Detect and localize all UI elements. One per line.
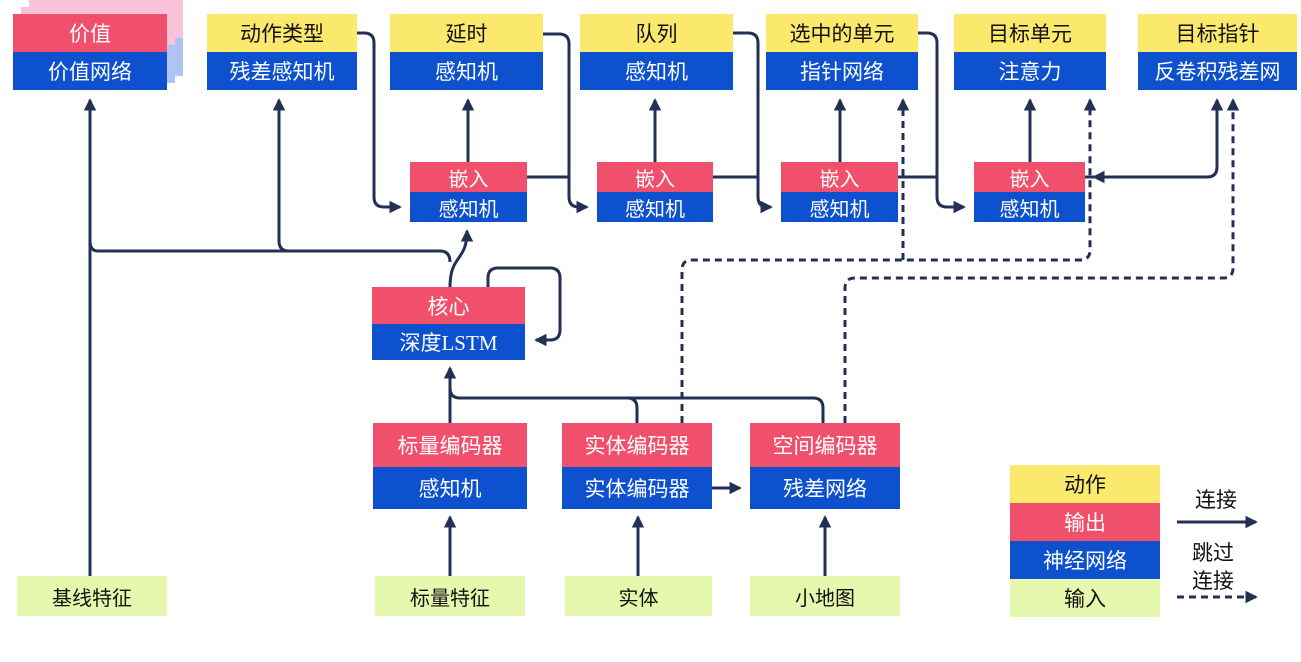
node-delay-label: 延时: [390, 14, 543, 52]
node-action-type-network: 残差感知机: [207, 52, 357, 90]
node-delay-network: 感知机: [390, 52, 543, 90]
node-target-pointer: 目标指针 反卷积残差网: [1138, 14, 1297, 90]
legend-swatches: 动作 输出 神经网络 输入: [1010, 465, 1160, 617]
node-embed-2: 嵌入 感知机: [597, 162, 713, 222]
node-embed-4: 嵌入 感知机: [974, 162, 1085, 222]
node-queue-label: 队列: [580, 14, 733, 52]
edge-embed4-to-target-pointer: [1085, 98, 1224, 179]
node-value-network: 价值网络: [13, 52, 167, 90]
node-embed-4-label: 嵌入: [974, 162, 1085, 192]
legend-action: 动作: [1010, 465, 1160, 503]
legend-dashed-label-line2: 连接: [1192, 569, 1234, 593]
node-action-type-label: 动作类型: [207, 14, 357, 52]
skip-spatial-to-target-pointer: [843, 98, 1240, 423]
edge-core-to-embed1: [448, 229, 474, 288]
node-value: 价值 价值网络: [13, 14, 167, 90]
node-target-pointer-label: 目标指针: [1138, 14, 1297, 52]
node-value-label: 价值: [13, 14, 167, 52]
node-spatial-encoder-network: 残差网络: [750, 467, 900, 509]
node-embed-2-network: 感知机: [597, 192, 713, 222]
node-core: 核心 深度LSTM: [372, 287, 525, 360]
node-embed-3: 嵌入 感知机: [781, 162, 898, 222]
node-entity-encoder-network: 实体编码器: [562, 467, 712, 509]
node-embed-2-label: 嵌入: [597, 162, 713, 192]
input-entities: 实体: [565, 576, 712, 616]
edge-encoder-bus: [448, 387, 825, 423]
node-target-unit: 目标单元 注意力: [954, 14, 1106, 90]
node-queue: 队列 感知机: [580, 14, 733, 90]
node-entity-encoder-label: 实体编码器: [562, 423, 712, 467]
node-core-label: 核心: [372, 287, 525, 324]
node-delay: 延时 感知机: [390, 14, 543, 90]
legend-output: 输出: [1010, 503, 1160, 541]
node-selected-units-label: 选中的单元: [766, 14, 918, 52]
edge-core-to-action-type: [272, 98, 290, 253]
node-entity-encoder: 实体编码器 实体编码器: [562, 423, 712, 509]
node-selected-units: 选中的单元 指针网络: [766, 14, 918, 90]
legend-input: 输入: [1010, 579, 1160, 617]
legend-dashed-label-line1: 跳过: [1192, 541, 1234, 565]
node-queue-network: 感知机: [580, 52, 733, 90]
node-embed-3-label: 嵌入: [781, 162, 898, 192]
edge-entity-branch-to-bus: [626, 396, 639, 423]
node-target-unit-network: 注意力: [954, 52, 1106, 90]
skip-entity-to-target-unit: [680, 98, 1097, 423]
node-target-unit-label: 目标单元: [954, 14, 1106, 52]
node-embed-1: 嵌入 感知机: [410, 162, 527, 222]
node-target-pointer-network: 反卷积残差网: [1138, 52, 1297, 90]
node-selected-units-network: 指针网络: [766, 52, 918, 90]
node-embed-3-network: 感知机: [781, 192, 898, 222]
node-scalar-encoder: 标量编码器 感知机: [373, 423, 527, 509]
input-baseline-features: 基线特征: [17, 576, 167, 616]
node-scalar-encoder-network: 感知机: [373, 467, 527, 509]
node-scalar-encoder-label: 标量编码器: [373, 423, 527, 467]
input-minimap: 小地图: [750, 576, 900, 616]
legend-network: 神经网络: [1010, 541, 1160, 579]
node-spatial-encoder: 空间编码器 残差网络: [750, 423, 900, 509]
node-spatial-encoder-label: 空间编码器: [750, 423, 900, 467]
node-core-network: 深度LSTM: [372, 324, 525, 360]
input-scalar-features: 标量特征: [375, 576, 525, 616]
node-embed-1-network: 感知机: [410, 192, 527, 222]
legend-solid-label: 连接: [1195, 488, 1237, 512]
node-embed-4-network: 感知机: [974, 192, 1085, 222]
node-action-type: 动作类型 残差感知机: [207, 14, 357, 90]
edge-core-bus-left: [88, 240, 452, 263]
node-embed-1-label: 嵌入: [410, 162, 527, 192]
